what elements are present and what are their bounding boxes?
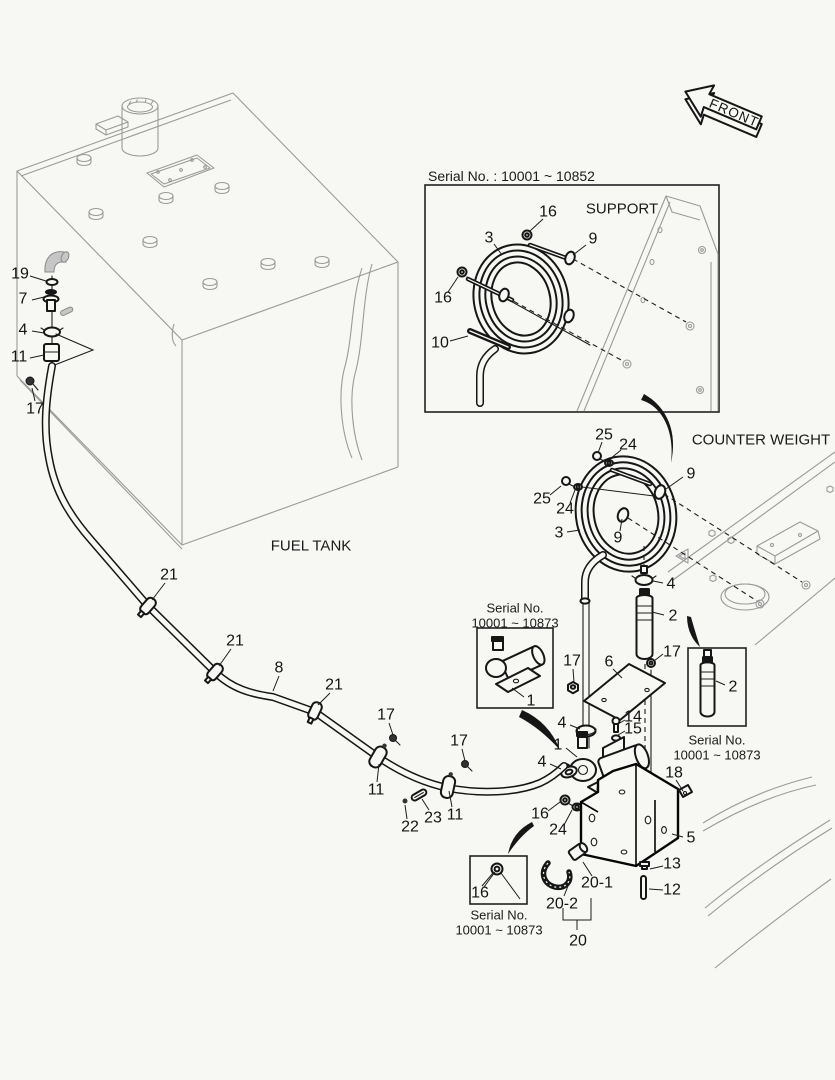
- callout-20: 20: [569, 933, 587, 950]
- callout-17: 17: [377, 707, 395, 724]
- callout-16: 16: [434, 290, 452, 307]
- callout-17: 17: [450, 733, 468, 750]
- bottom-inset-washer-drawing: [481, 862, 521, 900]
- callout-16: 16: [531, 806, 549, 823]
- callout-4: 4: [19, 322, 28, 339]
- support-plate-drawing: [576, 195, 719, 412]
- fuel-filter-drawing: [631, 565, 657, 668]
- counter-weight-label: COUNTER WEIGHT: [692, 432, 830, 449]
- callout-1: 1: [554, 737, 563, 754]
- callout-11: 11: [11, 349, 28, 366]
- fuel-hose-drawing: [41, 362, 568, 804]
- callout-24: 24: [556, 501, 574, 518]
- bottom-inset-serial-line1: Serial No.: [470, 908, 527, 923]
- mid-inset-pump-drawing: [485, 636, 546, 693]
- callout-19: 19: [11, 266, 29, 283]
- leader-lines: [29, 218, 726, 897]
- bottom-inset-serial-line2: 10001 ~ 10873: [455, 923, 542, 938]
- right-inset-serial-line2: 10001 ~ 10873: [673, 748, 760, 763]
- support-label: SUPPORT: [586, 201, 658, 218]
- callout-17: 17: [663, 644, 681, 661]
- fuel-tank-drawing: [16, 92, 399, 550]
- callout-1: 1: [527, 693, 536, 710]
- callout-5: 5: [687, 830, 696, 847]
- callout-25: 25: [595, 427, 613, 444]
- callout-20-2: 20-2: [546, 896, 578, 913]
- callout-10: 10: [431, 335, 449, 352]
- callout-21: 21: [325, 677, 343, 694]
- right-inset: [687, 647, 747, 727]
- callout-3: 3: [485, 230, 494, 247]
- callout-25: 25: [533, 491, 551, 508]
- callout-8: 8: [275, 660, 284, 677]
- callout-9: 9: [687, 466, 696, 483]
- callout-9: 9: [589, 231, 598, 248]
- callout-17: 17: [563, 653, 581, 670]
- callout-21: 21: [160, 567, 178, 584]
- callout-16: 16: [471, 885, 489, 902]
- main-coil-drawing: [561, 451, 803, 605]
- mid-inset: [476, 627, 554, 709]
- callout-20-1: 20-1: [581, 875, 613, 892]
- callout-24: 24: [619, 437, 637, 454]
- callout-14: 14: [624, 709, 642, 726]
- callout-24: 24: [549, 822, 567, 839]
- callout-9: 9: [614, 530, 623, 547]
- callout-7: 7: [19, 291, 28, 308]
- top-inset: [424, 184, 720, 413]
- callout-3: 3: [555, 525, 564, 542]
- callout-11: 11: [447, 807, 464, 824]
- counterweight-drawing: [667, 451, 835, 969]
- support-coil-drawing: [472, 243, 570, 355]
- callout-12: 12: [663, 882, 681, 899]
- mount-bracket-drawing: [540, 762, 693, 930]
- callout-22: 22: [401, 819, 419, 836]
- callout-4: 4: [558, 715, 567, 732]
- mid-inset-serial-line2: 10001 ~ 10873: [471, 616, 558, 631]
- callout-11: 11: [368, 782, 385, 799]
- bottom-inset: [469, 855, 528, 905]
- right-inset-serial-line1: Serial No.: [688, 733, 745, 748]
- callout-4: 4: [538, 754, 547, 771]
- callout-4: 4: [667, 576, 676, 593]
- callout-6: 6: [605, 654, 614, 671]
- top-inset-serial: Serial No. : 10001 ~ 10852: [428, 168, 595, 184]
- right-inset-filter-drawing: [699, 649, 716, 718]
- callout-17: 17: [26, 401, 44, 418]
- mount-plate-drawing: [567, 663, 666, 721]
- part-22-dot: [402, 798, 408, 804]
- pointer-swooshes: [508, 394, 700, 854]
- callout-21: 21: [226, 633, 244, 650]
- callout-15: 15: [624, 721, 642, 738]
- front-arrow: FRONT: [684, 84, 763, 138]
- callout-13: 13: [663, 856, 681, 873]
- fuel-tank-label: FUEL TANK: [271, 538, 352, 555]
- callout-18: 18: [665, 765, 683, 782]
- mid-inset-serial-line1: Serial No.: [486, 601, 543, 616]
- callout-2: 2: [729, 679, 738, 696]
- callout-16: 16: [539, 204, 557, 221]
- callout-2: 2: [669, 608, 678, 625]
- tank-fitting-drawing: [25, 251, 95, 391]
- callout-23: 23: [424, 810, 442, 827]
